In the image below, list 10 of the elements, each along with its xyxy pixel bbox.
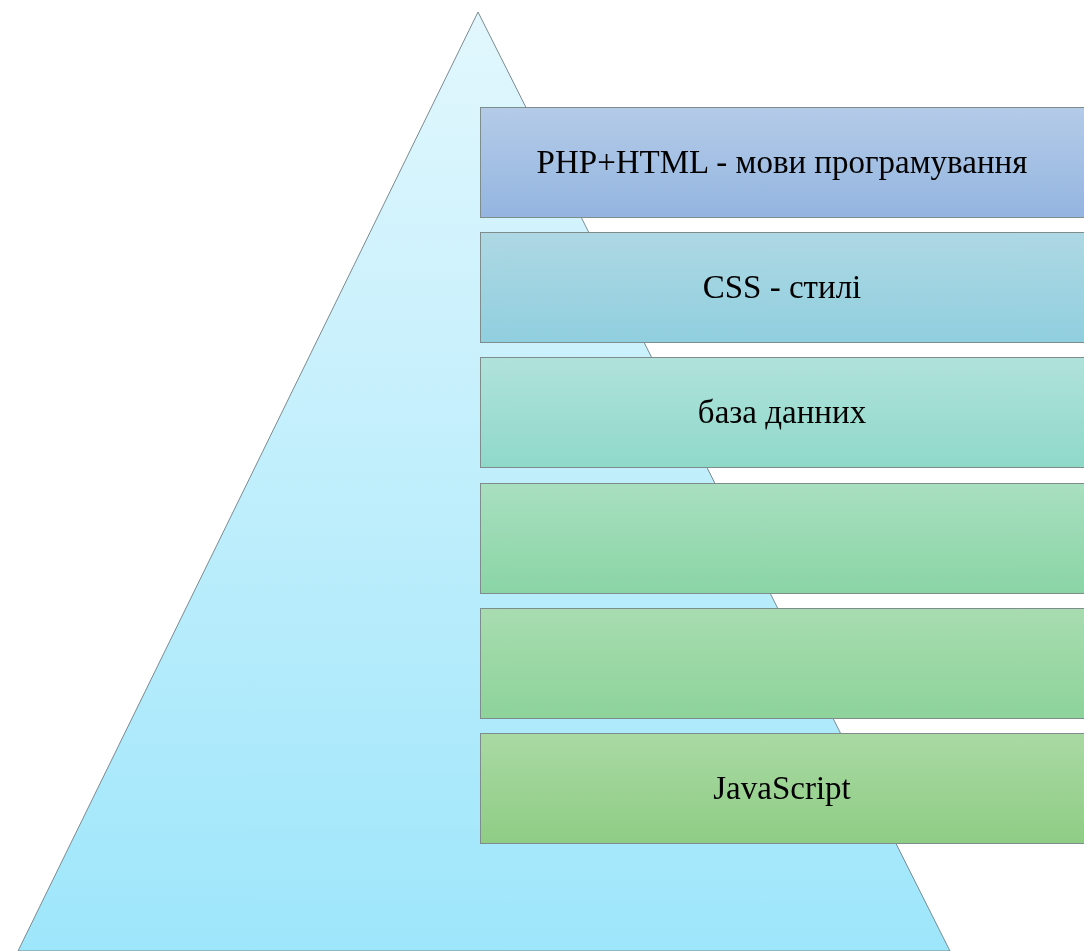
layer-box xyxy=(480,232,1084,343)
layer-label: база данних xyxy=(697,392,868,432)
layer-label: PHP+HTML - мови програмування xyxy=(536,142,1029,182)
layer-box xyxy=(480,733,1084,844)
layer-box xyxy=(480,483,1084,594)
layer-box xyxy=(480,357,1084,468)
layer-label: CSS - стилі xyxy=(702,267,863,307)
layer-label: JavaScript xyxy=(713,768,852,808)
layer-box xyxy=(480,107,1084,218)
layer-box xyxy=(480,608,1084,719)
